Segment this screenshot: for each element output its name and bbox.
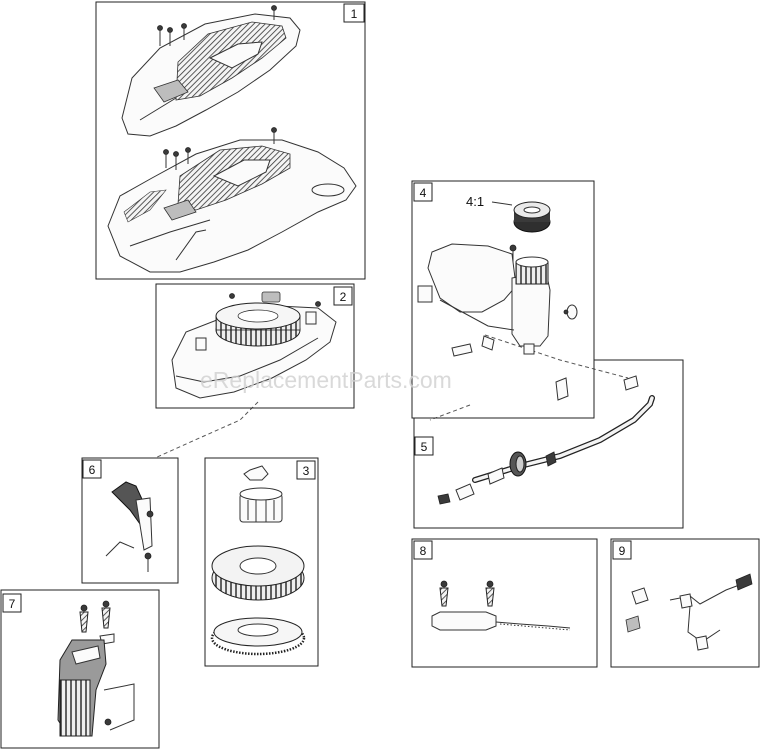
panel-7-ignition: 7 xyxy=(0,589,160,749)
panel-5-fuel-line: 5 xyxy=(413,359,684,529)
panel-1-number-tag xyxy=(343,3,365,23)
panel-6-number: 6 xyxy=(89,463,96,477)
panel-3-number-tag xyxy=(296,460,316,480)
panel-5-frame xyxy=(413,359,684,529)
panel-4-fuel-tank: 4:1 4 xyxy=(411,180,595,419)
panel-1-frame xyxy=(95,1,366,280)
panel-2-frame xyxy=(155,283,355,409)
panel-7-frame xyxy=(0,589,160,749)
shroud-cover-part xyxy=(121,5,301,137)
panel-2-number: 2 xyxy=(340,290,347,304)
panel-2-number-tag xyxy=(333,286,353,306)
panel-8-frame xyxy=(411,538,598,668)
rectifier-part xyxy=(431,611,497,631)
panel-7-number-tag xyxy=(2,593,22,613)
panel-3-frame xyxy=(204,457,319,667)
panel-6-frame xyxy=(81,457,179,584)
panel-6-number-tag xyxy=(82,459,102,479)
panel-4-number: 4 xyxy=(420,186,427,200)
panel-8-number-tag xyxy=(413,540,433,560)
panel-4-number-tag xyxy=(413,182,433,202)
watermark-text: eReplacementParts.com xyxy=(200,367,452,393)
panel-1-number: 1 xyxy=(351,7,358,21)
panel-9-number-tag xyxy=(612,540,632,560)
panel-2-fan-housing: 2 xyxy=(155,283,355,409)
panel-9-number: 9 xyxy=(619,544,626,558)
fuel-filter-part xyxy=(509,451,527,477)
panel-8-number: 8 xyxy=(420,544,427,558)
blower-housing-part xyxy=(107,127,357,273)
panel-1-blower-housing: 1 xyxy=(95,1,366,280)
panel-8-wiring: 8 xyxy=(411,538,598,668)
panel-9-harness: 9 xyxy=(610,538,760,668)
panel-5-number: 5 xyxy=(421,440,428,454)
panel-7-number: 7 xyxy=(9,597,16,611)
panel-5-number-tag xyxy=(414,436,434,456)
panel-3-number: 3 xyxy=(303,464,310,478)
fuel-cap-part xyxy=(513,201,551,233)
panel-3-flywheel: 3 xyxy=(204,457,319,667)
panel-9-frame xyxy=(610,538,760,668)
detail-ratio-label: 4:1 xyxy=(466,194,484,209)
panel-6-bracket: 6 xyxy=(81,457,179,584)
